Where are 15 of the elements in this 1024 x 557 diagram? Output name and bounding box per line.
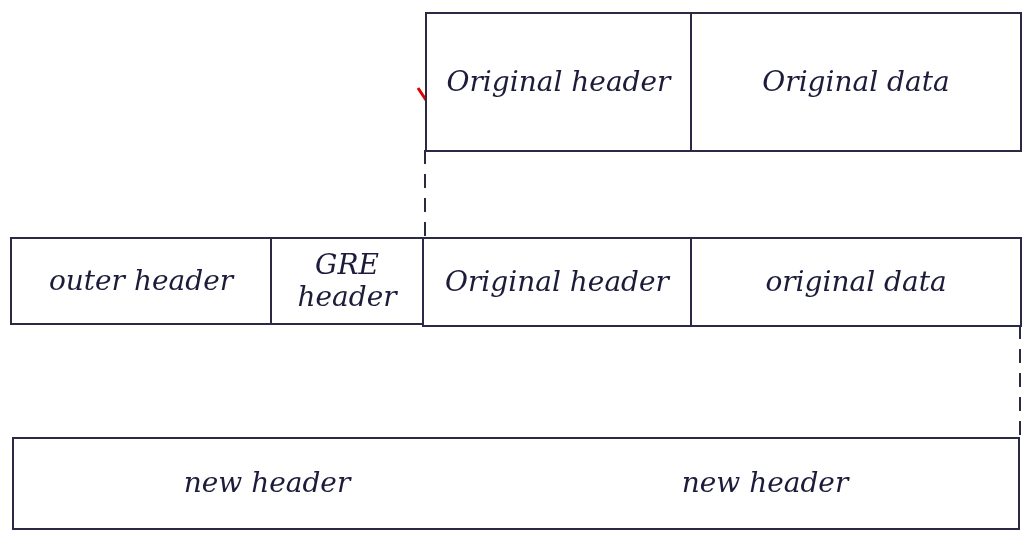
header-field-box <box>690 237 1022 327</box>
header-field-box <box>10 237 272 325</box>
field-label: GRE header <box>296 248 399 314</box>
header-field-box <box>425 12 692 152</box>
field-label: new header <box>183 467 351 500</box>
field-label: outer header <box>48 264 234 298</box>
header-field-box <box>270 237 424 325</box>
field-label: Original header <box>445 265 669 299</box>
header-field-box <box>12 437 1020 530</box>
field-label: Original header <box>446 65 671 99</box>
field-label: Original data <box>762 65 950 99</box>
field-label: new header <box>681 467 849 500</box>
header-field-box <box>690 12 1022 152</box>
field-label: original data <box>765 265 947 299</box>
header-field-box <box>422 237 692 327</box>
